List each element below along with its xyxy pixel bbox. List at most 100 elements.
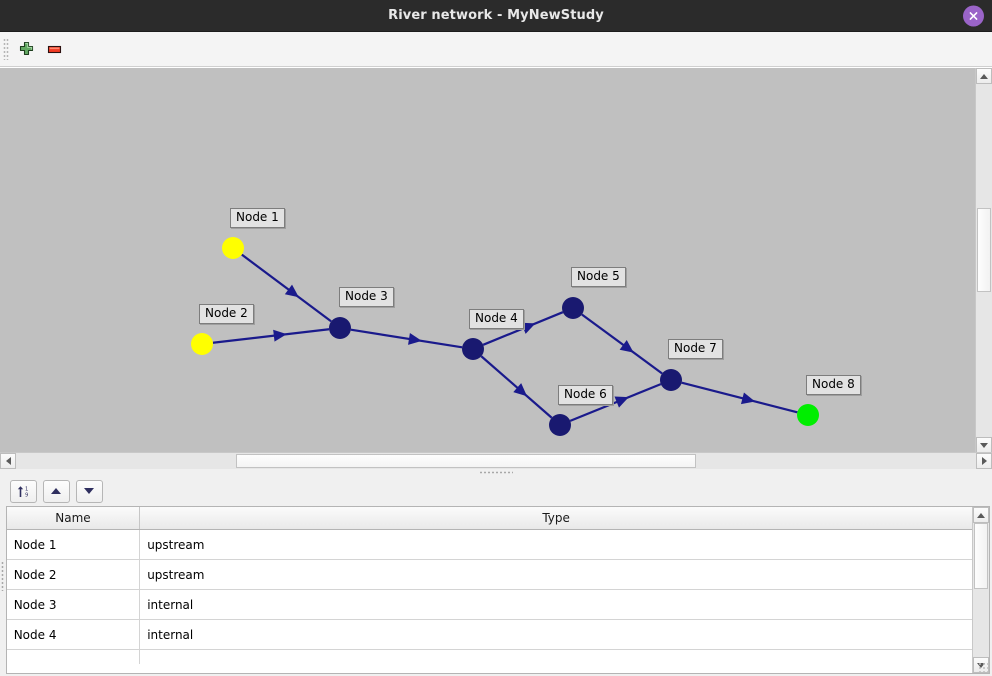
graph-edge[interactable] [681, 381, 798, 414]
edge-line [350, 328, 463, 349]
table-cell[interactable]: internal [139, 589, 973, 620]
graph-node[interactable] [549, 414, 571, 436]
nodes-vscroll-track[interactable] [973, 523, 990, 657]
table-cell[interactable]: Node 3 [6, 589, 141, 620]
node-label[interactable]: Node 5 [571, 267, 626, 287]
move-node-down-button[interactable] [75, 479, 103, 503]
edge-arrowhead-icon [619, 340, 634, 353]
graph-edge[interactable] [569, 383, 662, 422]
close-icon[interactable] [963, 5, 984, 26]
table-cell[interactable]: Node 2 [6, 559, 141, 590]
sort-ascending-icon: 1 9 [17, 485, 28, 498]
edge-line [581, 313, 663, 375]
table-cell[interactable]: internal [139, 619, 973, 650]
graph-node[interactable] [222, 237, 244, 259]
edge-arrowhead-icon [740, 392, 756, 405]
canvas-horizontal-scrollbar[interactable] [0, 452, 992, 469]
canvas-hscroll-thumb[interactable] [236, 454, 696, 468]
arrow-up-icon [51, 488, 62, 494]
edges-layer [212, 253, 798, 422]
graph-edge[interactable] [350, 328, 463, 349]
node-label[interactable]: Node 7 [668, 339, 723, 359]
nodes-vscroll-thumb[interactable] [974, 523, 989, 589]
edge-arrowhead-icon [521, 322, 536, 334]
edge-line [212, 328, 330, 344]
graph-node[interactable] [191, 333, 213, 355]
scroll-left-button[interactable] [0, 453, 16, 469]
main-toolbar [0, 32, 992, 67]
node-label[interactable]: Node 6 [558, 385, 613, 405]
table-row-partial [6, 649, 972, 664]
delete-node-button[interactable] [40, 35, 68, 63]
vertical-splitter[interactable] [0, 476, 4, 676]
graph-node[interactable] [329, 317, 351, 339]
graph-edge[interactable] [241, 253, 332, 323]
graph-node[interactable] [797, 404, 819, 426]
canvas-vscroll-track[interactable] [976, 84, 992, 437]
canvas-vertical-scrollbar[interactable] [975, 68, 992, 453]
add-node-button[interactable] [12, 35, 40, 63]
horizontal-splitter[interactable] [0, 469, 992, 476]
chevron-left-icon [5, 457, 11, 465]
nodes-layer [191, 237, 819, 436]
nodes-column-header[interactable]: Type [139, 507, 973, 530]
node-label[interactable]: Node 4 [469, 309, 524, 329]
scroll-down-button[interactable] [976, 437, 992, 453]
title-bar: River network - MyNewStudy [0, 0, 992, 32]
table-cell[interactable]: upstream [139, 529, 973, 560]
scroll-right-button[interactable] [976, 453, 992, 469]
svg-text:9: 9 [25, 492, 28, 498]
table-cell[interactable]: upstream [139, 559, 973, 590]
table-cell[interactable]: Node 1 [6, 529, 141, 560]
edge-arrowhead-icon [273, 329, 287, 342]
graph-node[interactable] [660, 369, 682, 391]
green-plus-icon [19, 41, 33, 55]
window-resize-grip[interactable] [978, 662, 990, 674]
nodes-scroll-up-button[interactable] [973, 507, 990, 523]
chevron-right-icon [981, 457, 987, 465]
nodes-vertical-scrollbar[interactable] [972, 507, 990, 673]
nodes-column-header[interactable]: Name [6, 507, 141, 530]
move-node-up-button[interactable] [42, 479, 70, 503]
canvas-hscroll-track[interactable] [16, 453, 976, 469]
graph-edge[interactable] [581, 313, 663, 375]
chevron-up-icon [980, 73, 988, 79]
edge-arrowhead-icon [614, 396, 629, 408]
graph-node[interactable] [462, 338, 484, 360]
edge-arrowhead-icon [408, 332, 422, 345]
svg-text:1: 1 [25, 486, 28, 492]
edge-line [569, 383, 662, 422]
table-cell[interactable]: Node 4 [6, 619, 141, 650]
window-title: River network - MyNewStudy [388, 8, 604, 23]
scroll-up-button[interactable] [976, 68, 992, 84]
graph-node[interactable] [562, 297, 584, 319]
network-diagram-canvas[interactable]: Node 1 Node 2 Node 3 Node 4 Node 5 Node 6 Node… [3, 68, 964, 453]
node-label[interactable]: Node 2 [199, 304, 254, 324]
edge-line [480, 355, 553, 419]
sort-nodes-button[interactable]: 1 9 [9, 479, 37, 503]
edge-arrowhead-icon [513, 383, 528, 397]
arrow-down-icon [84, 488, 95, 494]
node-label[interactable]: Node 8 [806, 375, 861, 395]
red-rectangle-icon [47, 45, 61, 53]
canvas-vscroll-thumb[interactable] [977, 208, 991, 292]
graph-edge[interactable] [212, 328, 330, 344]
network-canvas-wrapper: Node 1 Node 2 Node 3 Node 4 Node 5 Node 6 Node… [0, 67, 992, 469]
node-label[interactable]: Node 1 [230, 208, 285, 228]
toolbar-grip[interactable] [3, 38, 9, 60]
chevron-up-icon [977, 512, 986, 518]
node-label[interactable]: Node 3 [339, 287, 394, 307]
graph-edge[interactable] [480, 355, 553, 419]
edge-line [241, 253, 332, 323]
